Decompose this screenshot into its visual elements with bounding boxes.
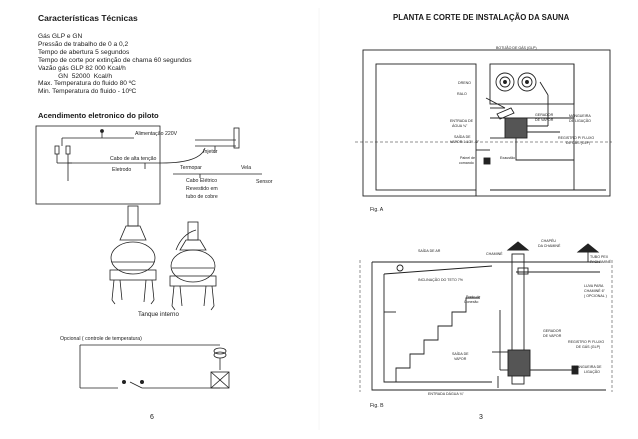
figb-gas-reg-1: REGISTRO P/ FLUXO bbox=[568, 340, 605, 344]
figb-tube-1: TUBO PEX bbox=[590, 255, 609, 259]
figb-steam-out-2: VAPOR bbox=[454, 357, 467, 361]
figb-steam-out-1: SAÍDA DE bbox=[452, 352, 469, 356]
ignition-title: Acendimento eletronico do piloto bbox=[38, 111, 159, 120]
figb-caption: Fig. B bbox=[370, 403, 384, 409]
figb-air-out: SAÍDA DE AR bbox=[418, 249, 441, 253]
label-power: Alimentação 220V bbox=[135, 131, 178, 137]
figa-panel-1: Painel de bbox=[460, 156, 475, 160]
figb-sleeve-2: CHAMINÉ 6" bbox=[584, 289, 605, 293]
figb-water-in: ENTRADA DÁGUA ¾" bbox=[428, 392, 464, 396]
label-injector: Injetor bbox=[203, 149, 218, 155]
label-cable-3: tubo de cobre bbox=[186, 194, 218, 200]
figb-connection-2: Conexão bbox=[464, 300, 479, 304]
page-number-right: 3 bbox=[479, 414, 483, 421]
specs-title: Características Técnicas bbox=[38, 13, 138, 23]
figa-panel-2: comando bbox=[459, 161, 474, 165]
label-sensor: Sensor bbox=[256, 179, 273, 185]
figb-tube-2: P/ CHAMINÉ bbox=[590, 260, 611, 264]
figb-sleeve-3: ( OPCIONAL ) bbox=[584, 294, 607, 298]
spec-line: Min. Temperatura do fluido - 10ºC bbox=[38, 88, 137, 96]
figa-hose-2: DE LIGAÇÃO bbox=[569, 119, 591, 123]
label-tank: Tanque interno bbox=[138, 311, 179, 318]
figa-generator-1: GERADOR bbox=[535, 113, 554, 117]
generator-b bbox=[507, 349, 531, 377]
spec-line: Vazão gás GLP 82 000 Kcal/h bbox=[38, 64, 126, 72]
figa-water-in-1: ENTRADA DE bbox=[450, 119, 473, 123]
figb-generator-1: GERADOR bbox=[543, 329, 562, 333]
label-thermocouple: Termopar bbox=[180, 165, 202, 171]
figa-gas-button: BOTIJÃO DE GÁS (GLP) bbox=[496, 46, 537, 50]
spec-line: Gás GLP e GN bbox=[38, 33, 83, 40]
fig-a-plan bbox=[355, 49, 612, 197]
figa-gas-reg-2: DE GÁS (GLP) bbox=[566, 141, 591, 145]
label-optional: Opcional ( controle de temperatura) bbox=[60, 336, 142, 342]
gas-bottle-1 bbox=[495, 72, 515, 92]
generator-a bbox=[504, 117, 528, 139]
gas-bottle-2 bbox=[517, 72, 537, 92]
figa-drain: DRENO bbox=[458, 81, 471, 85]
label-cable-2: Revestido em bbox=[186, 186, 218, 192]
spec-line: Max. Temperatura do fluido 80 ºC bbox=[38, 80, 136, 88]
figa-ralo: RALO bbox=[457, 92, 467, 96]
right-title: PLANTA E CORTE DE INSTALAÇÃO DA SAUNA bbox=[393, 13, 570, 22]
spec-line: Tempo de corte por extinção de chama 60 … bbox=[38, 56, 192, 64]
figa-water-in-2: ÁGUA ¾" bbox=[452, 124, 468, 128]
figb-sleeve-1: LUVA PARA bbox=[584, 284, 604, 288]
page-number-left: 6 bbox=[150, 414, 154, 421]
figb-hat-1: CHAPÉU bbox=[541, 239, 556, 243]
figa-gas-reg-1: REGISTRO P/ FLUXO bbox=[558, 136, 595, 140]
label-candle: Vela bbox=[241, 165, 252, 171]
tank-right bbox=[169, 221, 217, 311]
control-box-outline bbox=[35, 125, 161, 205]
specs-list: Gás GLP e GN Pressão de trabalho de 0 a … bbox=[38, 33, 192, 96]
figb-hose-2: LIGAÇÃO bbox=[584, 370, 600, 374]
figb-hat-2: DA CHAMINÉ bbox=[538, 244, 561, 248]
label-cable-hv: Cabo de alta tenção bbox=[110, 156, 157, 162]
tank-left bbox=[109, 205, 157, 305]
figb-connection-1: Ponto de bbox=[466, 295, 481, 299]
figa-steam-out-2: VAPOR 1 1/2" - 2" bbox=[450, 140, 480, 144]
label-electrode: Eletrodo bbox=[112, 167, 132, 173]
figb-generator-2: DE VAPOR bbox=[543, 334, 562, 338]
figb-roof-slope: INCLINAÇÃO DO TETO 7% bbox=[418, 278, 463, 282]
figb-gas-reg-2: DE GÁS (GLP) bbox=[576, 345, 601, 349]
spec-line: Tempo de abertura 5 segundos bbox=[38, 48, 130, 56]
spec-line: Pressão de trabalho de 0 a 0,2 bbox=[38, 40, 129, 48]
figa-steam-out-1: SAÍDA DE bbox=[454, 135, 471, 139]
figa-exhaust: Exaustão bbox=[500, 156, 515, 160]
relay-box bbox=[210, 371, 230, 389]
figb-chimney: CHAMINÉ bbox=[486, 252, 503, 256]
figa-caption: Fig. A bbox=[370, 207, 384, 213]
chimney-pipe bbox=[511, 253, 525, 385]
label-cable-1: Cabo Elétrico bbox=[186, 178, 218, 184]
figb-hose-1: MANGUEIRA DE bbox=[574, 365, 602, 369]
figa-generator-2: DE VAPOR bbox=[535, 118, 554, 122]
spec-line: GN 52000 Kcal/h bbox=[38, 72, 113, 80]
figa-hose-1: MANGUEIRA bbox=[569, 114, 591, 118]
fig-b-section bbox=[359, 241, 613, 392]
